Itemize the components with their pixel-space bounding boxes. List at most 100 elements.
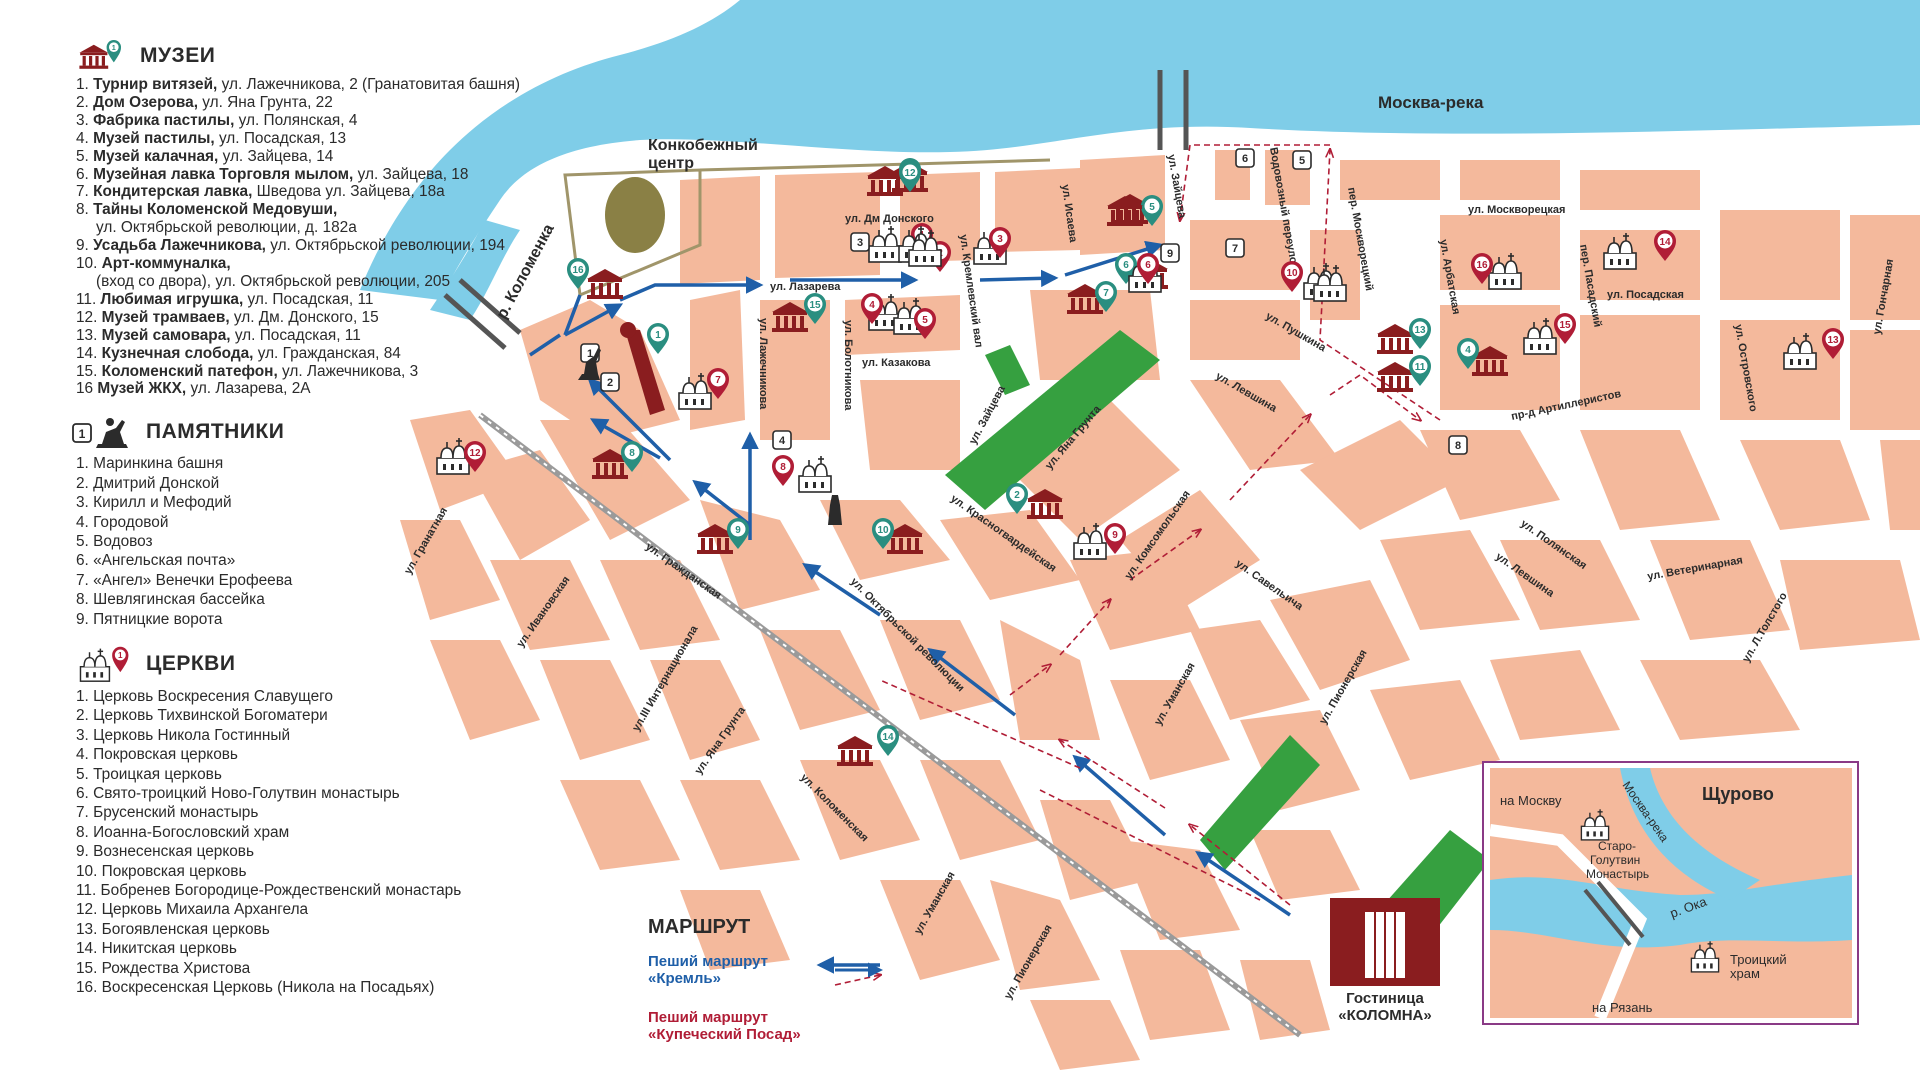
route-legend-title: МАРШРУТ — [648, 916, 751, 938]
church-marker-8[interactable]: 8 — [772, 455, 794, 486]
svg-text:4: 4 — [1465, 345, 1471, 356]
kremlin-wall — [625, 330, 665, 415]
museum-marker-12[interactable]: 12 — [899, 161, 921, 192]
svg-text:15: 15 — [809, 300, 821, 311]
skating-center — [563, 168, 702, 298]
museum-list-item: 9. Усадьба Лажечникова, ул. Октябрьской … — [76, 237, 505, 255]
museum-list-item: 7. Кондитерская лавка, Шведова ул. Зайце… — [76, 183, 445, 201]
museum-list-item: 14. Кузнечная слобода, ул. Гражданская, … — [76, 344, 401, 362]
svg-text:10: 10 — [877, 525, 889, 536]
churches-header: 1 ЦЕРКВИ — [72, 645, 612, 683]
route-kremlin-label: Пеший маршрут «Кремль» — [648, 953, 908, 987]
inset-to-ryazan: на Рязань — [1592, 1000, 1653, 1015]
inset-monastery-label: Голутвин — [1590, 853, 1640, 867]
city-block — [1720, 210, 1840, 300]
museum-list: 1. Турнир витязей, ул. Лажечникова, 2 (Г… — [76, 76, 612, 398]
monument-marker[interactable]: 7 — [1225, 238, 1245, 258]
monument-marker[interactable]: 4 — [772, 430, 792, 450]
museum-marker-2[interactable]: 2 — [1006, 483, 1028, 514]
museum-marker-16[interactable]: 16 — [567, 258, 589, 289]
inset-monastery-label: Старо- — [1598, 839, 1636, 853]
city-block — [680, 890, 790, 970]
route-kremlin-line2: «Кремль» — [648, 970, 721, 987]
city-block — [1250, 830, 1360, 900]
svg-text:1: 1 — [112, 43, 116, 52]
churche-list-item: 11. Бобренев Богородице-Рождественский м… — [76, 882, 462, 900]
svg-text:7: 7 — [1232, 243, 1238, 255]
museum-marker-13[interactable]: 13 — [1409, 318, 1431, 349]
svg-text:4: 4 — [779, 435, 786, 447]
museum-marker-4[interactable]: 4 — [1457, 338, 1479, 369]
route-posad-line1: Пеший маршрут — [648, 1009, 768, 1026]
svg-text:1: 1 — [655, 330, 661, 341]
monument-marker[interactable]: 2 — [600, 372, 620, 392]
church-marker-14[interactable]: 14 — [1654, 230, 1676, 261]
church-marker-7[interactable]: 7 — [707, 368, 729, 399]
hotel-label: Гостиница «КОЛОМНА» — [1320, 990, 1450, 1024]
church-marker-12[interactable]: 12 — [464, 441, 486, 472]
churche-list-item: 3. Церковь Никола Гостинный — [76, 726, 291, 744]
church-marker-10[interactable]: 10 — [1281, 261, 1303, 292]
city-block — [1650, 540, 1790, 640]
city-block — [1380, 530, 1520, 630]
museum-marker-5[interactable]: 5 — [1141, 195, 1163, 226]
city-block — [990, 880, 1100, 990]
church-marker-9[interactable]: 9 — [1104, 523, 1126, 554]
churche-list-item: 4. Покровская церковь — [76, 746, 238, 764]
city-block — [1000, 620, 1100, 740]
moskva-river — [360, 0, 1920, 300]
churche-list-item: 5. Троицкая церковь — [76, 765, 222, 783]
park-center — [1200, 735, 1320, 870]
monument-marker[interactable]: 5 — [1292, 150, 1312, 170]
bridge-moskva — [1157, 70, 1189, 150]
church-marker-16[interactable]: 16 — [1471, 253, 1493, 284]
hotel-icon — [1330, 898, 1440, 986]
church-marker-13[interactable]: 13 — [1822, 328, 1844, 359]
svg-text:3: 3 — [857, 237, 863, 249]
museums-title: МУЗЕИ — [140, 44, 216, 67]
city-block — [1240, 960, 1330, 1040]
city-block — [680, 780, 800, 870]
museum-marker-14[interactable]: 14 — [877, 725, 899, 756]
church-marker-3[interactable]: 3 — [989, 227, 1011, 258]
svg-text:1: 1 — [118, 651, 123, 660]
church-marker-15[interactable]: 15 — [1554, 313, 1576, 344]
svg-text:9: 9 — [735, 525, 741, 536]
city-block — [1190, 620, 1310, 720]
museum-marker-11[interactable]: 11 — [1409, 355, 1431, 386]
svg-text:11: 11 — [1415, 362, 1426, 373]
museum-list-item: 5. Музей калачная, ул. Зайцева, 14 — [76, 147, 334, 165]
museum-marker-10[interactable]: 10 — [872, 518, 894, 549]
museum-marker-7[interactable]: 7 — [1095, 281, 1117, 312]
city-block — [1780, 560, 1920, 650]
inset-map — [1482, 761, 1859, 1025]
museum-marker-8[interactable]: 8 — [621, 441, 643, 472]
monument-marker[interactable]: 8 — [1448, 435, 1468, 455]
monument-marker[interactable]: 9 — [1160, 243, 1180, 263]
churche-list-item: 7. Брусенский монастырь — [76, 804, 259, 822]
museum-marker-1[interactable]: 1 — [647, 323, 669, 354]
monument-marker[interactable]: 6 — [1235, 148, 1255, 168]
city-block — [1270, 580, 1410, 690]
city-block — [650, 660, 760, 760]
church-marker-5[interactable]: 5 — [914, 308, 936, 339]
inset-to-moscow: на Москву — [1500, 793, 1562, 808]
monument-marker[interactable]: 3 — [850, 232, 870, 252]
church-marker-6[interactable]: 6 — [1137, 253, 1159, 284]
svg-text:3: 3 — [997, 234, 1003, 245]
monument-list-item: 1. Маринкина башня — [76, 455, 224, 473]
svg-text:6: 6 — [1145, 260, 1151, 271]
street-label-posadskaya: ул. Посадская — [1607, 289, 1684, 301]
museum-marker-15[interactable]: 15 — [804, 293, 826, 324]
svg-text:14: 14 — [1659, 237, 1671, 248]
museum-marker-9[interactable]: 9 — [727, 518, 749, 549]
moskva-river-label: Москва-река — [1378, 93, 1484, 112]
churche-list-item: 10. Покровская церковь — [76, 862, 247, 880]
monument-list-item: 8. Шевлягинская бассейка — [76, 591, 265, 609]
church-marker-4[interactable]: 4 — [861, 293, 883, 324]
bridge-kolomenka — [443, 278, 522, 350]
museum-list-item: 11. Любимая игрушка, ул. Посадская, 11 — [76, 290, 374, 308]
svg-text:6: 6 — [1242, 153, 1248, 165]
city-block — [880, 880, 1000, 980]
